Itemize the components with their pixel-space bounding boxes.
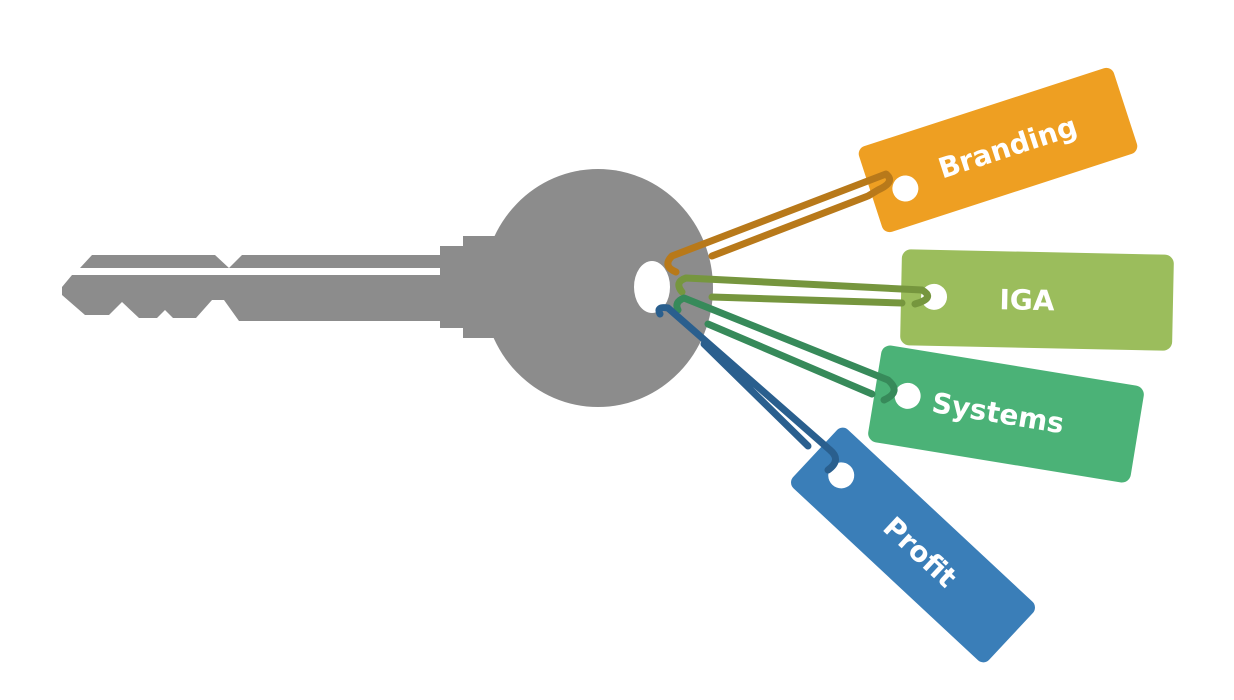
tag-branding: Branding [858,67,1138,233]
loop-profit [655,304,839,474]
tag-profit: Profit [791,427,1035,663]
loop-systems [673,294,898,404]
tag-iga: IGA [900,249,1174,351]
tag-branding-body [858,67,1138,233]
key-icon [62,169,713,407]
loop-iga [675,274,932,308]
tag-hole [892,175,919,202]
key-blade [62,275,440,321]
tag-profit-body [791,427,1035,663]
tag-iga-body [900,249,1174,351]
key-ring-loops [655,170,932,474]
key-head [483,169,713,407]
tag-hole [894,382,921,409]
tag-iga-label: IGA [999,283,1055,317]
tag-systems-body [868,345,1144,483]
key-hole [634,261,670,313]
key-shoulder [440,236,500,338]
tag-systems: Systems [868,345,1144,483]
loop-branding [664,170,894,276]
key-blade-top [80,255,440,268]
tag-hole [828,462,855,489]
